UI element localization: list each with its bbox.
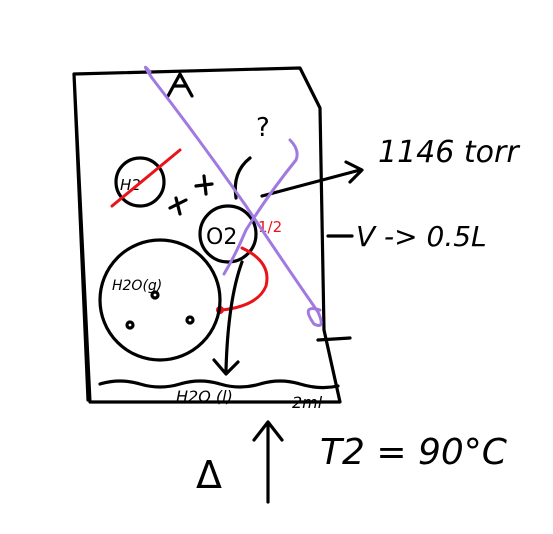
pressure-label: 1146 torr (378, 135, 520, 170)
o2-label: O2 (206, 225, 237, 250)
h2-red-strikeout (110, 148, 182, 208)
o2-molecule-circle (198, 204, 258, 264)
red-arrow-loop (220, 246, 269, 312)
right-dash (316, 336, 352, 342)
question-curve (233, 156, 252, 200)
h2-molecule-circle (114, 156, 166, 208)
container-outline (72, 66, 342, 404)
purple-cross-line-2 (222, 138, 299, 276)
condense-arrow (212, 260, 244, 376)
liquid-volume-label: 2ml (292, 393, 323, 412)
gas-dot-3 (185, 315, 195, 325)
gas-dot-2 (125, 320, 135, 330)
h2o-liquid-label: H2O (l) (176, 387, 233, 406)
pressure-arrow (260, 160, 364, 198)
h2o-gas-circle (98, 238, 222, 362)
question-mark: ? (256, 113, 270, 143)
plus-sign-2 (194, 174, 214, 196)
gas-dot-1 (150, 290, 160, 300)
h2o-gas-label: H2O(g) (112, 278, 162, 294)
heat-arrow (252, 420, 284, 504)
purple-cross-line (144, 65, 323, 327)
heat-symbol: Δ (196, 453, 222, 497)
h2-label: H2 (120, 176, 141, 194)
volume-label: V -> 0.5L (356, 220, 487, 253)
plus-sign-1 (168, 196, 188, 216)
liquid-surface (98, 379, 340, 390)
temperature-label: T2 = 90°C (320, 432, 508, 473)
top-mark (166, 72, 194, 98)
